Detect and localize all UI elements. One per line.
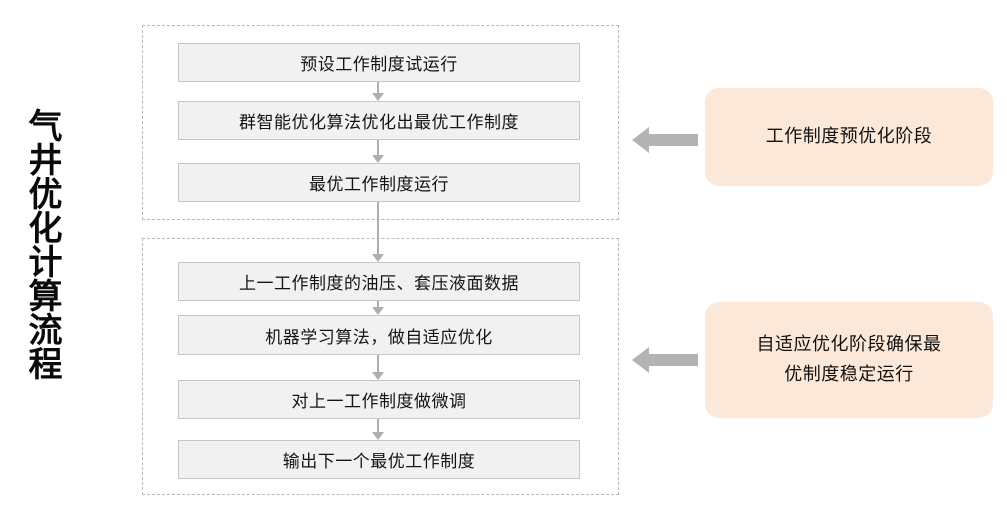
arrow-left-icon (632, 347, 698, 373)
arrow-down-icon (371, 82, 385, 101)
arrow-down-icon (371, 202, 385, 262)
callout-line: 自适应优化阶段确保最 (756, 334, 942, 355)
callout-pre-optimization[interactable]: 工作制度预优化阶段 (705, 88, 993, 186)
arrow-down-icon (371, 355, 385, 380)
process-box[interactable]: 群智能优化算法优化出最优工作制度 (178, 101, 580, 140)
group-adaptive-optimization (142, 238, 619, 495)
callout-adaptive-optimization[interactable]: 自适应优化阶段确保最 优制度稳定运行 (705, 302, 993, 418)
process-box[interactable]: 上一工作制度的油压、套压液面数据 (178, 262, 580, 301)
process-box[interactable]: 输出下一个最优工作制度 (178, 440, 580, 479)
arrow-left-icon (632, 127, 698, 153)
group-pre-optimization (142, 25, 619, 220)
arrow-down-icon (371, 301, 385, 315)
arrow-down-icon (371, 140, 385, 163)
page-title: 气井优化计算流程 (22, 108, 62, 380)
callout-line: 工作制度预优化阶段 (765, 126, 933, 147)
arrow-down-icon (371, 419, 385, 440)
callout-line: 优制度稳定运行 (784, 364, 914, 385)
process-box[interactable]: 机器学习算法，做自适应优化 (178, 315, 580, 355)
process-box[interactable]: 预设工作制度试运行 (178, 43, 580, 82)
process-box[interactable]: 最优工作制度运行 (178, 163, 580, 202)
process-box[interactable]: 对上一工作制度做微调 (178, 380, 580, 419)
